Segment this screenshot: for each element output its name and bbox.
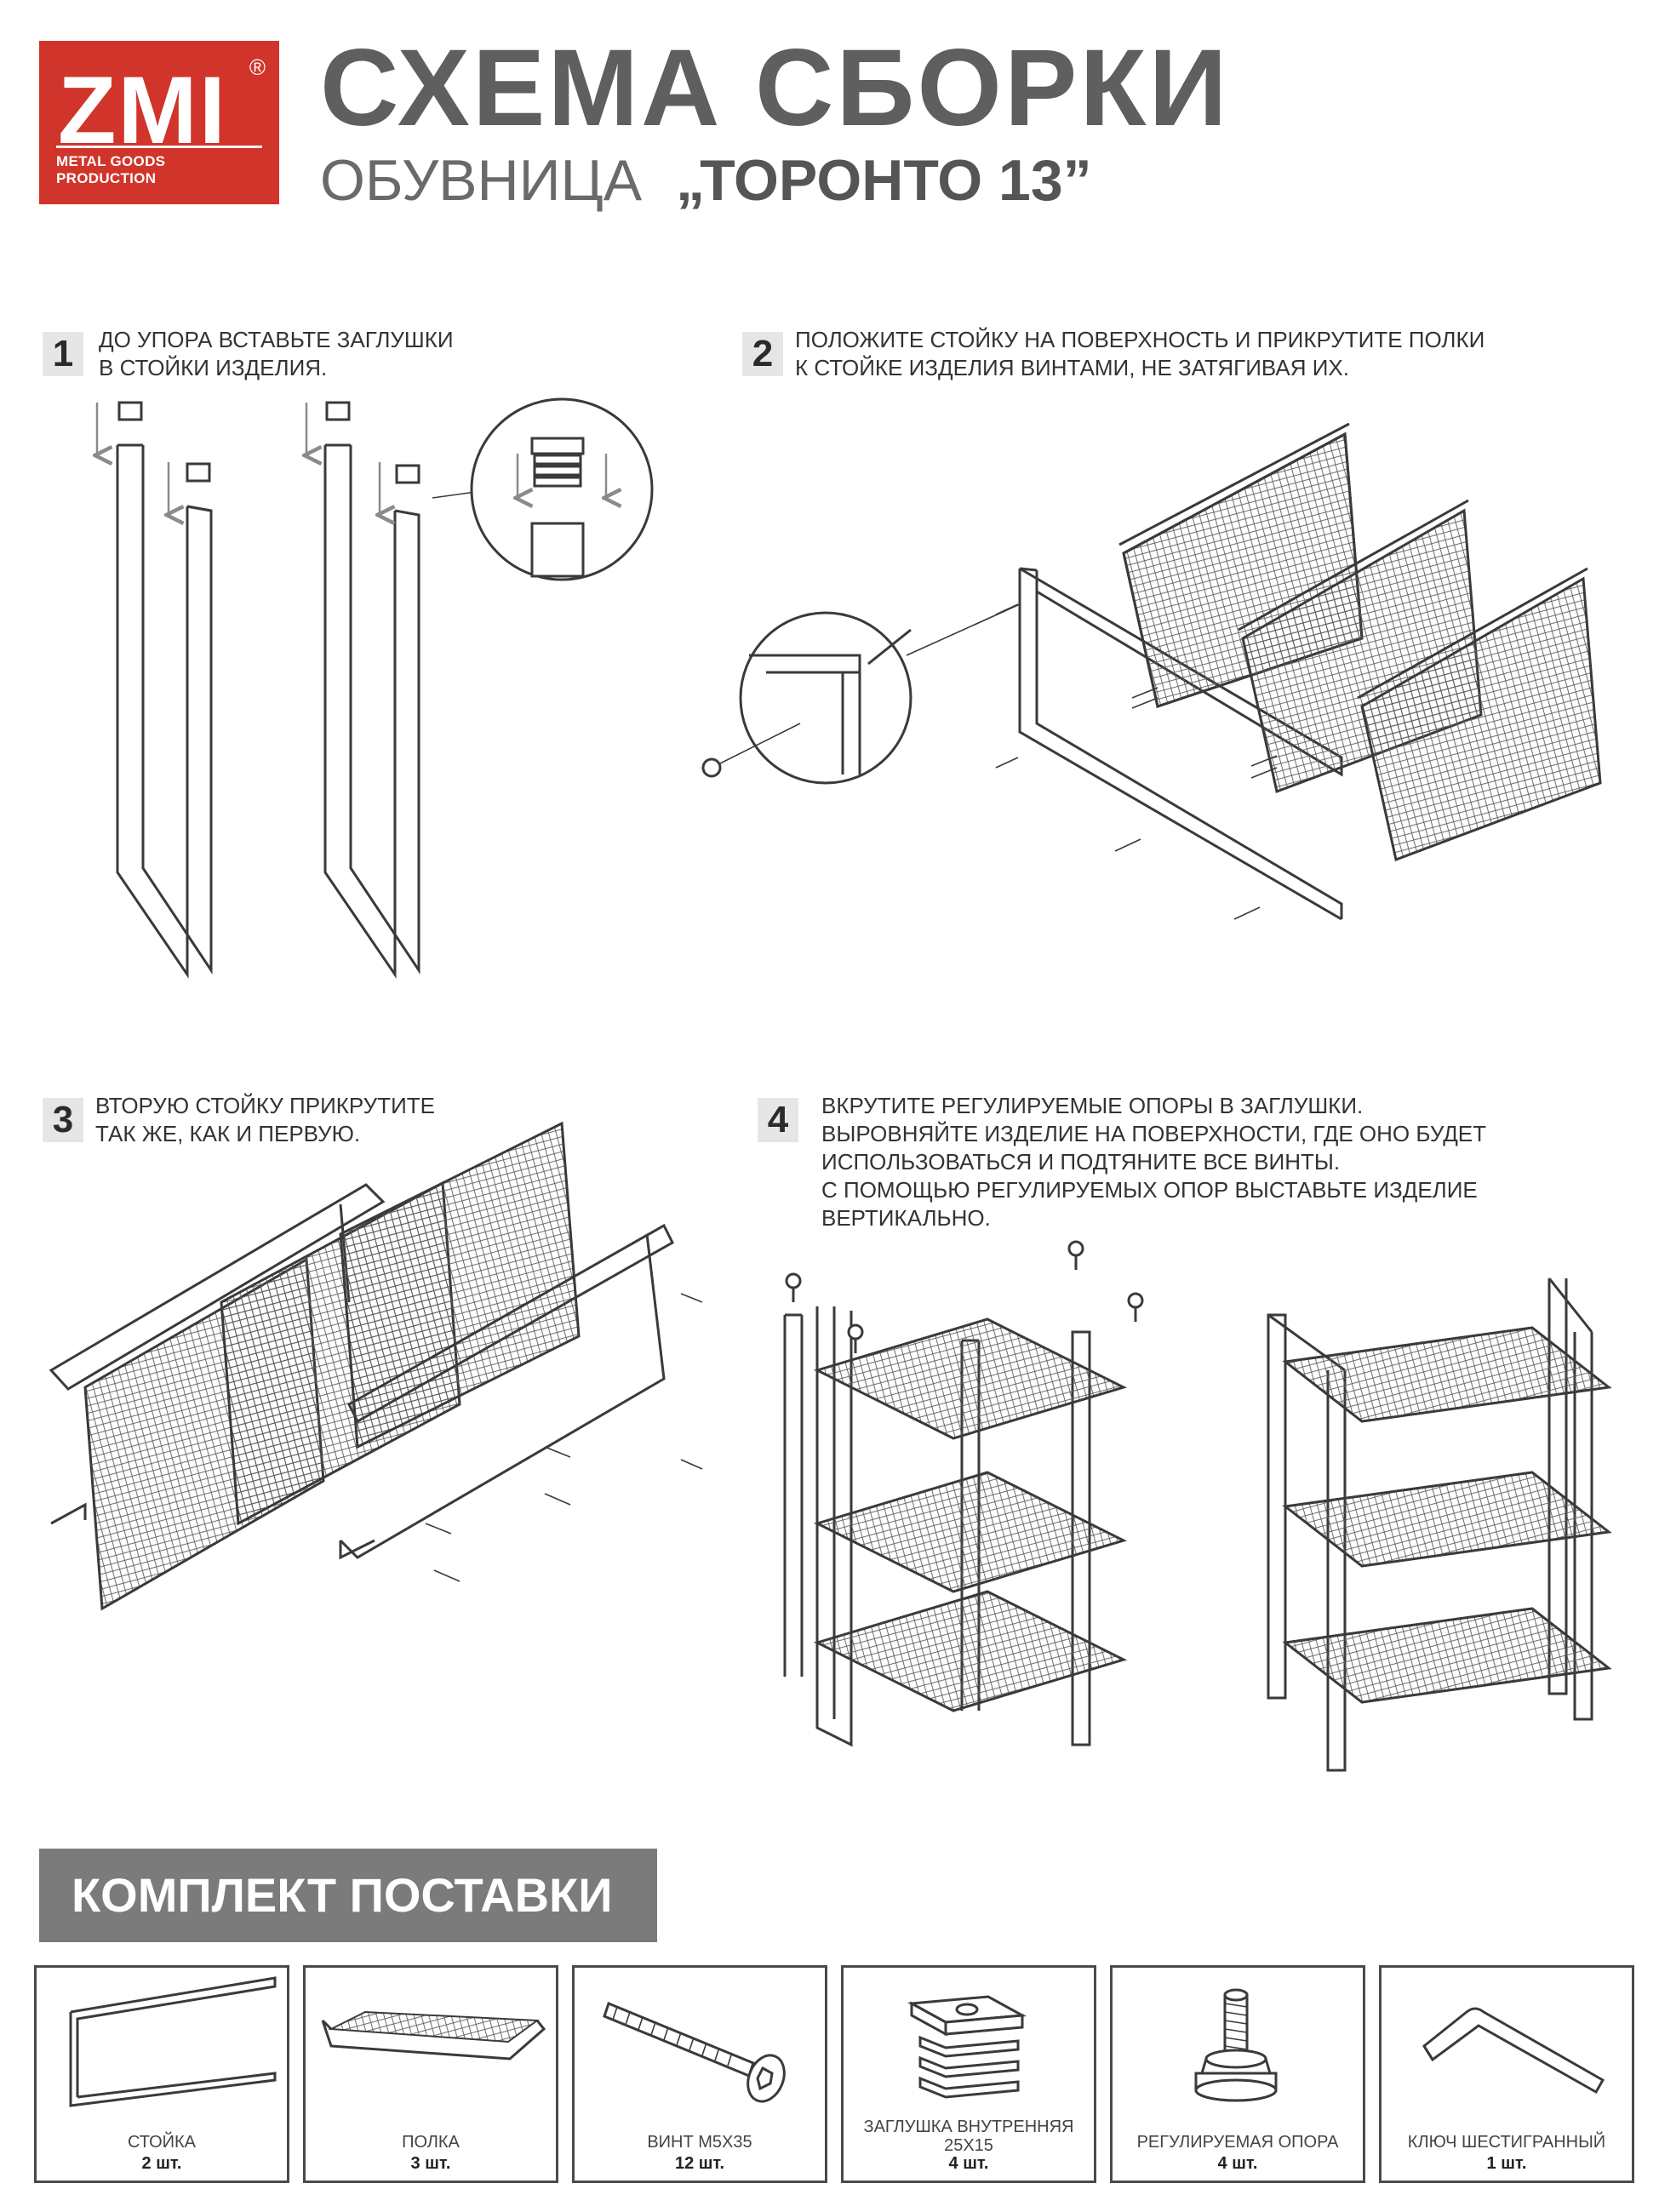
kit-item-qty: 2 шт. bbox=[141, 2154, 182, 2173]
kit-item-name: СТОЙКА bbox=[127, 2133, 197, 2152]
kit-item-name: ЗАГЛУШКА ВНУТРЕННЯЯ bbox=[863, 2118, 1074, 2136]
step-4-line: ИСПОЛЬЗОВАТЬСЯ И ПОДТЯНИТЕ ВСЕ ВИНТЫ. bbox=[821, 1149, 1341, 1175]
logo-text: ZMI bbox=[58, 57, 227, 163]
screw-icon bbox=[603, 2002, 786, 2103]
kit-item-qty: 3 шт. bbox=[410, 2154, 451, 2173]
frame-drawing bbox=[97, 401, 213, 979]
step-2-text: ПОЛОЖИТЕ СТОЙКУ НА ПОВЕРХНОСТЬ И ПРИКРУТ… bbox=[795, 326, 1485, 382]
kit-item-qty: 1 шт. bbox=[1486, 2154, 1527, 2173]
step-1-line: В СТОЙКИ ИЗДЕЛИЯ. bbox=[99, 355, 328, 380]
kit-item-qty: 4 шт. bbox=[948, 2154, 989, 2173]
step-2-line: ПОЛОЖИТЕ СТОЙКУ НА ПОВЕРХНОСТЬ И ПРИКРУТ… bbox=[795, 327, 1485, 352]
hex-key-icon bbox=[1422, 2007, 1605, 2095]
screw-detail-callout bbox=[701, 603, 1021, 785]
step-1-number: 1 bbox=[43, 332, 83, 376]
step-1-illustration bbox=[51, 397, 654, 979]
frame-icon bbox=[69, 1976, 277, 2107]
step-4-text: ВКРУТИТЕ РЕГУЛИРУЕМЫЕ ОПОРЫ В ЗАГЛУШКИ. … bbox=[821, 1092, 1486, 1232]
plug-icon bbox=[907, 1995, 1027, 2099]
foot-icon bbox=[1194, 1988, 1278, 2102]
step-4-line: ВЫРОВНЯЙТЕ ИЗДЕЛИЕ НА ПОВЕРХНОСТИ, ГДЕ О… bbox=[821, 1121, 1487, 1146]
step-4-illustration bbox=[783, 1240, 1612, 1772]
frame-drawing bbox=[306, 401, 420, 979]
shelf-icon bbox=[321, 2010, 546, 2061]
step-2-illustration bbox=[701, 422, 1602, 921]
kit-title-bar: КОМПЛЕКТ ПОСТАВКИ bbox=[39, 1849, 657, 1942]
kit-item-name: КЛЮЧ ШЕСТИГРАННЫЙ bbox=[1407, 2133, 1606, 2152]
assembled-rack-drawing bbox=[1267, 1277, 1612, 1772]
step-4-line: С ПОМОЩЬЮ РЕГУЛИРУЕМЫХ ОПОР ВЫСТАВЬТЕ ИЗ… bbox=[821, 1177, 1478, 1203]
brand-logo: ZMI ® METAL GOODS PRODUCTION bbox=[39, 41, 279, 204]
kit-item-qty: 12 шт. bbox=[674, 2154, 725, 2173]
plug-detail-callout bbox=[432, 397, 654, 581]
kit-item-hex-key: КЛЮЧ ШЕСТИГРАННЫЙ 1 шт. bbox=[1379, 1965, 1634, 2183]
subtitle-product: „ТОРОНТО 13” bbox=[676, 148, 1092, 213]
kit-item-qty: 4 шт. bbox=[1217, 2154, 1258, 2173]
step-2-number: 2 bbox=[742, 332, 783, 376]
shelf-drawing bbox=[339, 1121, 581, 1449]
kit-item-plug: ЗАГЛУШКА ВНУТРЕННЯЯ 25х15 4 шт. bbox=[841, 1965, 1096, 2183]
kit-item-name: РЕГУЛИРУЕМАЯ ОПОРА bbox=[1136, 2133, 1339, 2152]
assembled-rack-drawing bbox=[783, 1240, 1144, 1747]
logo-subtitle: METAL GOODS PRODUCTION bbox=[56, 146, 262, 187]
kit-item-frame: СТОЙКА 2 шт. bbox=[34, 1965, 289, 2183]
step-4-line: ВКРУТИТЕ РЕГУЛИРУЕМЫЕ ОПОРЫ В ЗАГЛУШКИ. bbox=[821, 1093, 1364, 1118]
kit-item-name: ПОЛКА bbox=[402, 2133, 460, 2152]
kit-item-shelf: ПОЛКА 3 шт. bbox=[303, 1965, 558, 2183]
subtitle-category: ОБУВНИЦА bbox=[320, 148, 643, 213]
page-subtitle: ОБУВНИЦА„ТОРОНТО 13” bbox=[320, 151, 1092, 209]
kit-item-name: ВИНТ М5х35 bbox=[647, 2133, 752, 2152]
step-1-line: ДО УПОРА ВСТАВЬТЕ ЗАГЛУШКИ bbox=[99, 327, 454, 352]
step-2-line: К СТОЙКЕ ИЗДЕЛИЯ ВИНТАМИ, НЕ ЗАТЯГИВАЯ И… bbox=[795, 355, 1349, 380]
shelf-drawing bbox=[1357, 567, 1602, 862]
step-4-line: ВЕРТИКАЛЬНО. bbox=[821, 1205, 991, 1231]
logo-registered-mark: ® bbox=[249, 54, 266, 80]
step-4-number: 4 bbox=[758, 1098, 798, 1142]
kit-item-screw: ВИНТ М5х35 12 шт. bbox=[572, 1965, 827, 2183]
step-3-illustration bbox=[49, 1121, 703, 1611]
step-1-text: ДО УПОРА ВСТАВЬТЕ ЗАГЛУШКИ В СТОЙКИ ИЗДЕ… bbox=[99, 326, 454, 382]
step-3-text: ВТОРУЮ СТОЙКУ ПРИКРУТИТЕ ТАК ЖЕ, КАК И П… bbox=[95, 1092, 435, 1148]
step-3-line: ВТОРУЮ СТОЙКУ ПРИКРУТИТЕ bbox=[95, 1093, 435, 1118]
step-3-number: 3 bbox=[43, 1098, 83, 1142]
step-3-line: ТАК ЖЕ, КАК И ПЕРВУЮ. bbox=[95, 1121, 361, 1146]
kit-item-name-size: 25х15 bbox=[944, 2136, 993, 2155]
kit-item-foot: РЕГУЛИРУЕМАЯ ОПОРА 4 шт. bbox=[1110, 1965, 1365, 2183]
page-title: СХЕМА СБОРКИ bbox=[320, 27, 1230, 149]
